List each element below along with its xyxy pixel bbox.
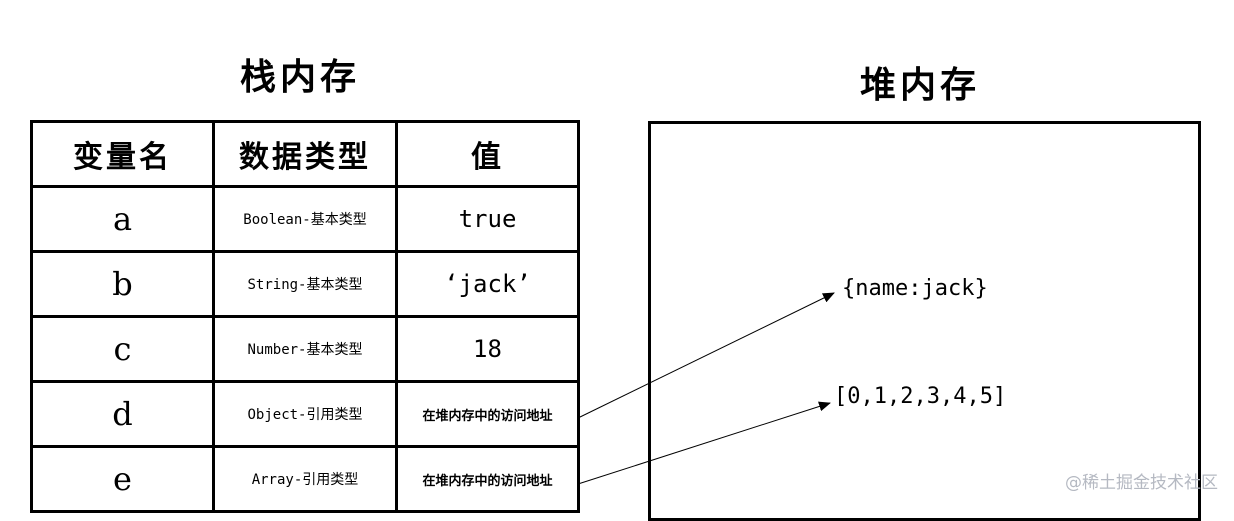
- stack-table: 变量名 数据类型 值 a Boolean-基本类型 true b String-…: [30, 120, 580, 513]
- row-e-value: 在堆内存中的访问地址: [395, 445, 580, 513]
- heap-memory-title: 堆内存: [859, 64, 980, 106]
- table-row: e Array-引用类型 在堆内存中的访问地址: [30, 445, 580, 513]
- row-c-type: Number-基本类型: [212, 315, 398, 383]
- table-row: c Number-基本类型 18: [30, 315, 580, 383]
- table-header-row: 变量名 数据类型 值: [30, 120, 580, 188]
- row-a-value: true: [395, 185, 580, 253]
- row-a-type: Boolean-基本类型: [212, 185, 398, 253]
- row-c-value: 18: [395, 315, 580, 383]
- row-b-type: String-基本类型: [212, 250, 398, 318]
- header-value: 值: [395, 120, 580, 188]
- row-d-value: 在堆内存中的访问地址: [395, 380, 580, 448]
- watermark: @稀土掘金技术社区: [1065, 473, 1218, 493]
- table-row: a Boolean-基本类型 true: [30, 185, 580, 253]
- row-e-name: e: [30, 445, 215, 513]
- heap-array-item: [0,1,2,3,4,5]: [834, 384, 1007, 409]
- heap-object-item: {name:jack}: [842, 276, 988, 301]
- row-a-name: a: [30, 185, 215, 253]
- arrow-e-to-array: [577, 401, 831, 485]
- header-data-type: 数据类型: [212, 120, 398, 188]
- table-row: d Object-引用类型 在堆内存中的访问地址: [30, 380, 580, 448]
- row-d-name: d: [30, 380, 215, 448]
- row-d-type: Object-引用类型: [212, 380, 398, 448]
- row-b-name: b: [30, 250, 215, 318]
- header-variable-name: 变量名: [30, 120, 215, 188]
- row-b-value: ‘jack’: [395, 250, 580, 318]
- row-c-name: c: [30, 315, 215, 383]
- stack-memory-title: 栈内存: [239, 56, 360, 98]
- arrow-d-to-object: [577, 292, 835, 419]
- table-row: b String-基本类型 ‘jack’: [30, 250, 580, 318]
- reference-arrows: [577, 292, 835, 485]
